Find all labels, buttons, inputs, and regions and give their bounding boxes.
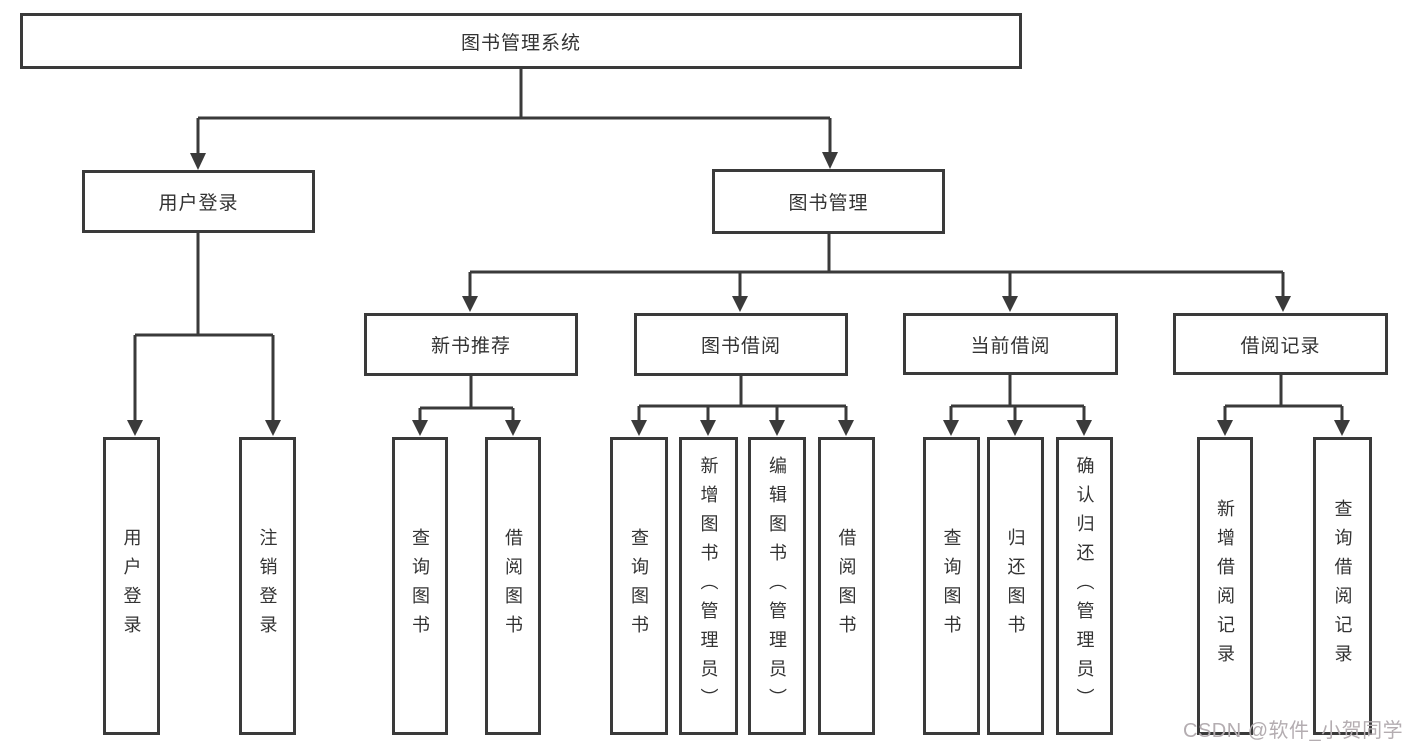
node-current-borrow: 当前借阅	[903, 313, 1118, 375]
leaf-borrow-books-1: 借阅图书	[485, 437, 541, 735]
leaf-confirm-return-admin: 确认归还（管理员）	[1056, 437, 1113, 735]
leaf-add-books-admin: 新增图书（管理员）	[679, 437, 738, 735]
node-new-book-recommend: 新书推荐	[364, 313, 578, 376]
leaf-return-books: 归还图书	[987, 437, 1044, 735]
csdn-watermark: CSDN @软件_小贺同学	[1183, 720, 1404, 742]
leaf-logout: 注销登录	[239, 437, 296, 735]
arrowhead-icons	[127, 152, 1350, 436]
node-root: 图书管理系统	[20, 13, 1022, 69]
leaf-query-books-3: 查询图书	[923, 437, 980, 735]
leaf-add-borrow-record: 新增借阅记录	[1197, 437, 1253, 735]
leaf-query-books-2: 查询图书	[610, 437, 668, 735]
node-book-borrow: 图书借阅	[634, 313, 848, 376]
leaf-user-login: 用户登录	[103, 437, 160, 735]
node-book-management: 图书管理	[712, 169, 945, 234]
leaf-borrow-books-2: 借阅图书	[818, 437, 875, 735]
leaf-edit-books-admin: 编辑图书（管理员）	[748, 437, 806, 735]
node-user-login: 用户登录	[82, 170, 315, 233]
node-borrow-records: 借阅记录	[1173, 313, 1388, 375]
connector-lines	[133, 69, 1344, 422]
leaf-query-borrow-record: 查询借阅记录	[1313, 437, 1372, 735]
leaf-query-books-1: 查询图书	[392, 437, 448, 735]
